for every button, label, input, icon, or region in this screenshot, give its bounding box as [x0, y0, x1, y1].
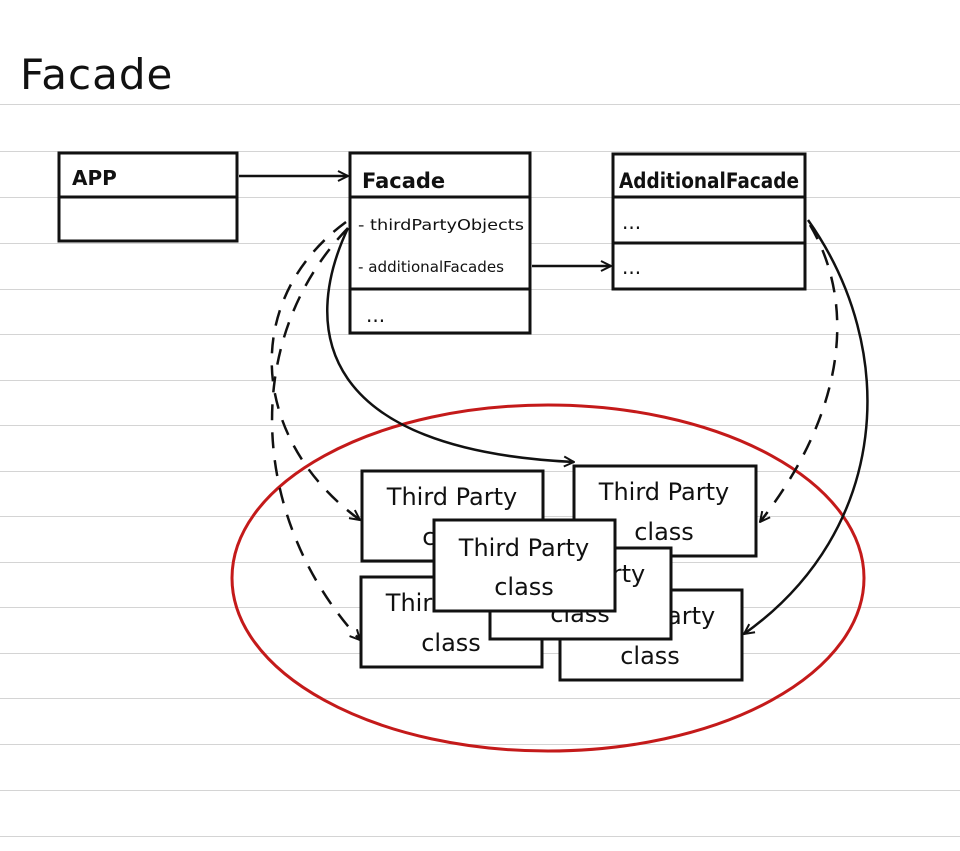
additional-facade-class-box: AdditionalFacade ... ...: [611, 152, 807, 291]
third-party-class-label: class: [620, 642, 680, 670]
app-class-box: APP: [57, 151, 239, 243]
additional-facade-class-name: AdditionalFacade: [619, 169, 799, 193]
additional-facade-to-third-party-curve: [744, 219, 869, 634]
facade-to-third-party-curve: [326, 227, 574, 462]
third-party-class-label: class: [421, 629, 481, 657]
ruled-line: [0, 744, 960, 745]
third-party-class-label: Third Party: [598, 478, 729, 506]
additional-facade-methods: ...: [622, 255, 641, 279]
facade-methods: ...: [366, 303, 385, 327]
ruled-line: [0, 698, 960, 699]
third-party-class-label: class: [494, 573, 554, 601]
additional-facade-dashed-dependency: [760, 224, 839, 522]
third-party-class-label: Third Party: [458, 534, 589, 562]
facade-dashed-dependency-2: [270, 227, 360, 640]
app-class-name: APP: [72, 166, 117, 190]
third-party-class-box: Third Party class: [572, 464, 758, 558]
ruled-line: [0, 425, 960, 426]
third-party-class-box: Third Party class: [432, 518, 617, 613]
ruled-line: [0, 836, 960, 837]
third-party-class-label: class: [634, 518, 694, 546]
facade-attribute-additional-facades: - additionalFacades: [358, 258, 504, 276]
third-party-group-ellipse: [230, 403, 866, 753]
ruled-line: [0, 380, 960, 381]
ruled-line: [0, 104, 960, 105]
facade-attribute-third-party-objects: - thirdPartyObjects: [358, 216, 524, 234]
additional-facade-attributes: ...: [622, 210, 641, 234]
facade-class-box: Facade - thirdPartyObjects - additionalF…: [348, 151, 532, 335]
third-party-class-label: Third Party: [386, 483, 517, 511]
facade-class-name: Facade: [362, 169, 445, 193]
facade-dashed-dependency-1: [270, 220, 360, 520]
page-title: Facade: [20, 50, 174, 99]
ruled-line: [0, 790, 960, 791]
